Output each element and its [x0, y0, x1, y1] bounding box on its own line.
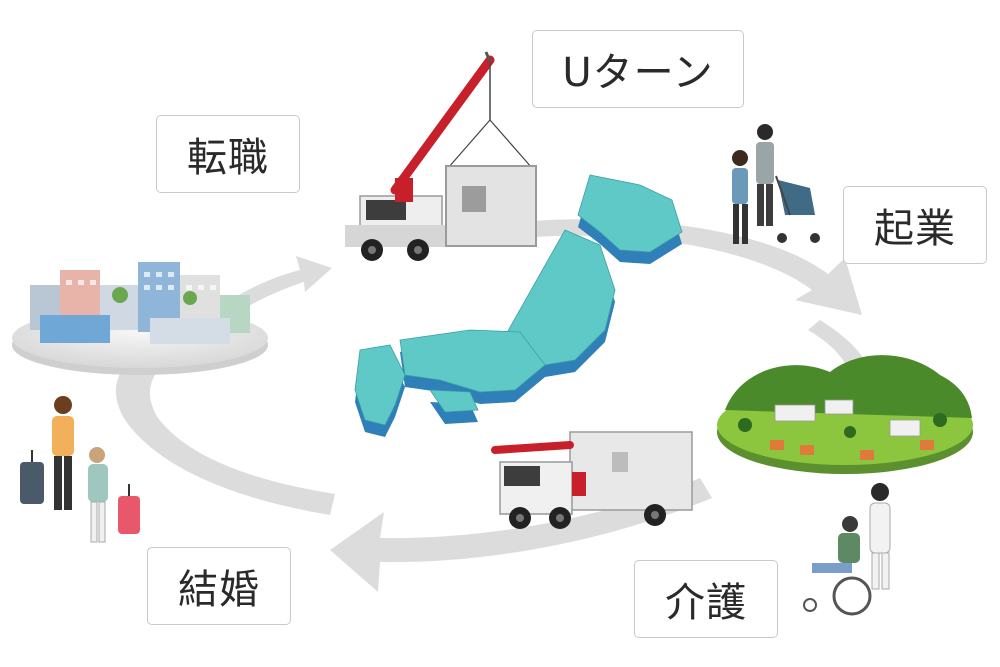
- rural-village: [717, 355, 973, 474]
- travelers-with-suitcases: [20, 396, 140, 543]
- nurse-with-wheelchair: [803, 483, 891, 616]
- family-with-stroller: [732, 124, 820, 244]
- label-startup-text: 起業: [874, 206, 956, 252]
- japan-map: [354, 174, 683, 437]
- arrow-top-right: [520, 219, 862, 315]
- arrow-left-top: [230, 256, 332, 310]
- label-uturn: Uターン: [532, 30, 744, 108]
- cycle-arrows: [115, 219, 873, 592]
- label-startup: 起業: [843, 186, 987, 264]
- label-marriage-text: 結婚: [178, 567, 260, 613]
- label-caregiving: 介護: [634, 560, 778, 638]
- label-uturn-text: Uターン: [562, 50, 714, 96]
- label-marriage: 結婚: [147, 547, 291, 625]
- label-job-change-text: 転職: [187, 135, 269, 181]
- container-truck: [491, 431, 693, 529]
- arrow-left-up: [115, 360, 335, 515]
- label-caregiving-text: 介護: [665, 580, 747, 626]
- label-job-change: 転職: [156, 115, 300, 193]
- arrow-bottom-left: [330, 478, 712, 592]
- crane-truck-lifting-container: [345, 51, 537, 261]
- city-buildings: [12, 262, 268, 375]
